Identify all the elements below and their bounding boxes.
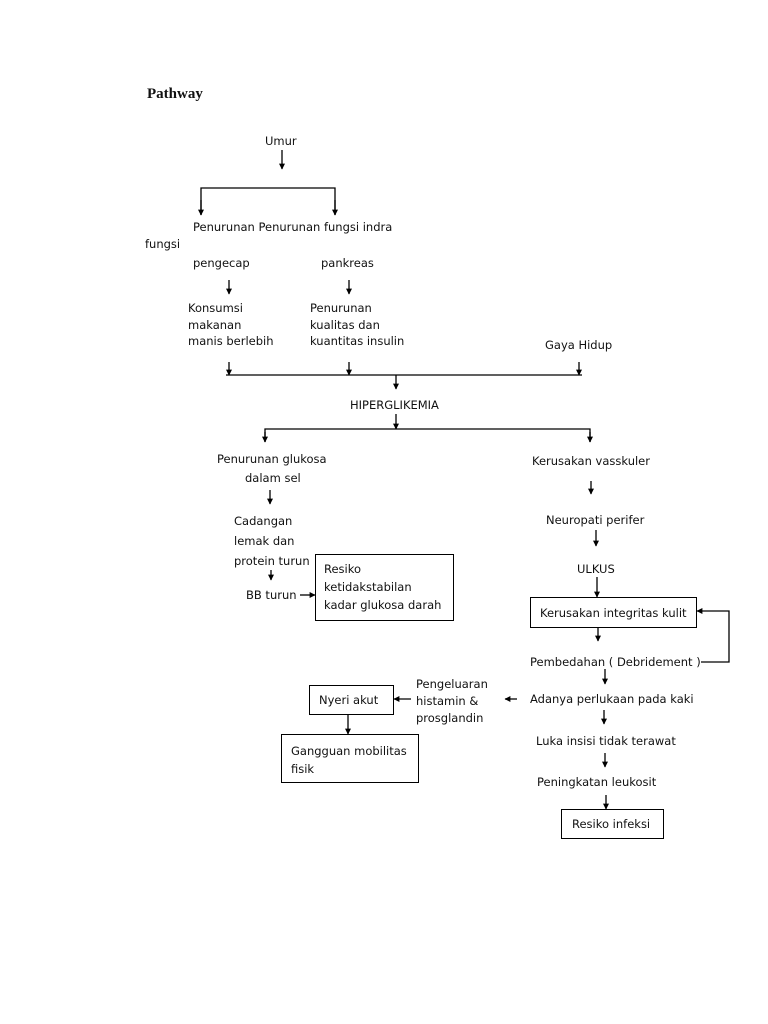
- node-pankreas: pankreas: [321, 256, 374, 270]
- box-resiko-infeksi-text: Resiko infeksi: [572, 817, 651, 831]
- node-pengecap: pengecap: [193, 256, 250, 270]
- box-resiko-glukosa: Resiko ketidakstabilan kadar glukosa dar…: [315, 554, 454, 621]
- node-fungsi: fungsi: [145, 237, 181, 251]
- node-neuropati: Neuropati perifer: [546, 513, 645, 527]
- node-leukosit: Peningkatan leukosit: [537, 775, 657, 789]
- split-bracket-umur: [200, 187, 336, 215]
- node-konsumsi: Konsumsi makanan manis berlebih: [188, 301, 274, 348]
- node-perlukaan: Adanya perlukaan pada kaki: [530, 692, 694, 706]
- node-penurunan-glukosa-2: dalam sel: [245, 471, 301, 485]
- node-pembedahan: Pembedahan ( Debridement ): [530, 655, 701, 669]
- node-penurunan-glukosa-1: Penurunan glukosa: [217, 452, 327, 466]
- node-kerusakan-vaskuler: Kerusakan vasskuler: [532, 454, 650, 468]
- box-kerusakan-kulit-text: Kerusakan integritas kulit: [540, 606, 687, 620]
- node-gaya-hidup: Gaya Hidup: [545, 338, 613, 352]
- box-nyeri-akut-text: Nyeri akut: [319, 693, 379, 707]
- box-resiko-infeksi: Resiko infeksi: [561, 809, 664, 839]
- box-gangguan-mobilitas-text: Gangguan mobilitas fisik: [291, 744, 407, 776]
- node-cadangan: Cadangan lemak dan protein turun: [234, 514, 310, 568]
- node-pengeluaran: Pengeluaran histamin & prosglandin: [416, 677, 488, 725]
- page-title: Pathway: [147, 86, 203, 102]
- node-penurunan-line: Penurunan Penurunan fungsi indra: [193, 220, 393, 234]
- split-bracket-hiperglikemia: [264, 428, 591, 442]
- loop-arrow-to-kerusakan-kulit: [696, 608, 730, 663]
- box-resiko-glukosa-text: Resiko ketidakstabilan kadar glukosa dar…: [324, 562, 442, 612]
- node-hiperglikemia: HIPERGLIKEMIA: [350, 398, 439, 412]
- box-kerusakan-kulit: Kerusakan integritas kulit: [530, 597, 697, 628]
- box-nyeri-akut: Nyeri akut: [309, 685, 394, 715]
- node-penurunan-kualitas: Penurunan kualitas dan kuantitas insulin: [310, 301, 405, 348]
- box-gangguan-mobilitas: Gangguan mobilitas fisik: [281, 734, 419, 783]
- node-bb-turun: BB turun: [246, 588, 297, 602]
- node-umur: Umur: [265, 134, 297, 148]
- node-luka-insisi: Luka insisi tidak terawat: [536, 734, 676, 748]
- node-ulkus: ULKUS: [577, 562, 615, 576]
